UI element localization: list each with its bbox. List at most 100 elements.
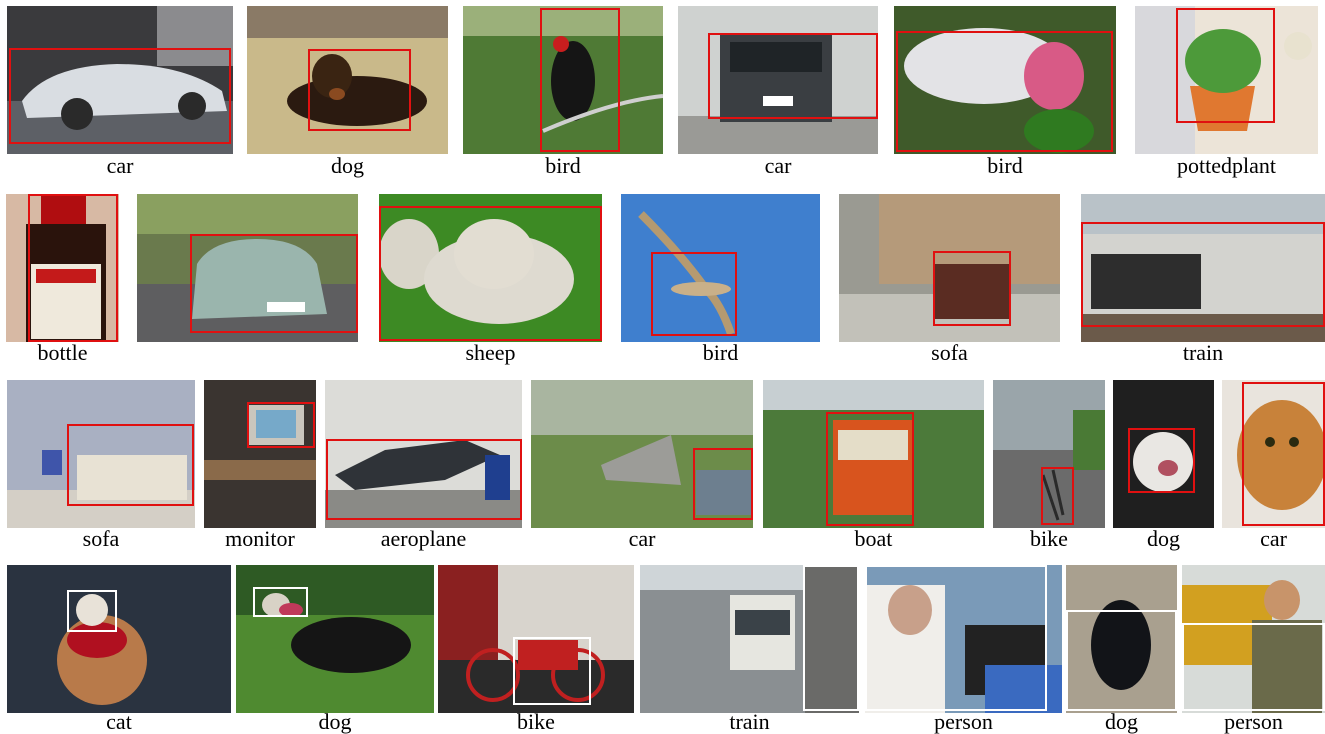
person-photo-graphic xyxy=(865,565,1062,713)
image-label: aeroplane xyxy=(380,526,467,551)
dog-photo xyxy=(236,565,434,713)
pottedplant-photo xyxy=(1135,6,1318,154)
bounding-box xyxy=(540,8,620,152)
sofa-photo-graphic xyxy=(7,380,195,528)
grid-cell: car xyxy=(1222,380,1325,550)
bird-photo xyxy=(894,6,1116,154)
sofa-photo-graphic xyxy=(839,194,1060,342)
grid-cell: dog xyxy=(236,565,434,734)
cat-photo-graphic xyxy=(1222,380,1325,528)
grid-cell: dog xyxy=(1113,380,1214,550)
train-photo-graphic xyxy=(1081,194,1325,342)
grid-cell: monitor xyxy=(204,380,316,550)
bounding-box xyxy=(651,252,737,336)
bounding-box xyxy=(896,31,1113,152)
grid-cell: sofa xyxy=(7,380,195,550)
train-photo xyxy=(640,565,859,713)
grid-cell: dog xyxy=(1066,565,1177,734)
image-label: sheep xyxy=(465,340,516,365)
grid-cell: bird xyxy=(463,6,663,178)
cat-photo xyxy=(7,565,231,713)
grid-cell: bike xyxy=(438,565,634,734)
dog-photo-graphic xyxy=(1066,565,1177,713)
dog-photo-graphic xyxy=(247,6,448,154)
bounding-box xyxy=(933,251,1011,326)
grid-cell: sofa xyxy=(839,194,1060,364)
grid-cell: sheep xyxy=(379,194,602,364)
sofa-photo xyxy=(839,194,1060,342)
image-label: train xyxy=(729,709,770,734)
image-label: dog xyxy=(331,153,364,178)
bike-photo xyxy=(438,565,634,713)
person-photo xyxy=(865,565,1062,713)
bounding-box xyxy=(28,194,118,342)
image-label: bike xyxy=(1030,526,1068,551)
image-label: person xyxy=(1224,709,1283,734)
bird-photo xyxy=(621,194,820,342)
boat-photo-graphic xyxy=(763,380,984,528)
grid-cell: bottle xyxy=(6,194,119,364)
bounding-box xyxy=(247,402,315,448)
image-label: pottedplant xyxy=(1177,153,1276,178)
image-label: sofa xyxy=(931,340,968,365)
monitor-photo-graphic xyxy=(204,380,316,528)
bounding-box xyxy=(1176,8,1275,123)
car-photo-graphic xyxy=(137,194,358,342)
bike-photo-graphic xyxy=(438,565,634,713)
dog-photo xyxy=(247,6,448,154)
image-label: person xyxy=(934,709,993,734)
bounding-box xyxy=(253,587,308,617)
grid-cell: person xyxy=(1182,565,1325,734)
train-photo-graphic xyxy=(640,565,859,713)
cat-photo xyxy=(1222,380,1325,528)
sheep-photo xyxy=(379,194,602,342)
grid-cell: car xyxy=(531,380,753,550)
bounding-box xyxy=(326,439,522,520)
grid-cell: aeroplane xyxy=(325,380,522,550)
grid-cell: train xyxy=(640,565,859,734)
car-photo xyxy=(7,6,233,154)
dog-photo-graphic xyxy=(1113,380,1214,528)
monitor-photo xyxy=(204,380,316,528)
bird-photo-graphic xyxy=(894,6,1116,154)
image-label: bird xyxy=(987,153,1023,178)
bounding-box xyxy=(1081,222,1325,327)
pottedplant-photo-graphic xyxy=(1135,6,1318,154)
image-label: car xyxy=(764,153,792,178)
image-label: monitor xyxy=(225,526,295,551)
image-label: bird xyxy=(545,153,581,178)
bounding-box xyxy=(1182,623,1325,711)
bird-photo-graphic xyxy=(463,6,663,154)
grid-cell: person xyxy=(865,565,1062,734)
grid-cell: bird xyxy=(621,194,820,364)
grid-cell: pottedplant xyxy=(1135,6,1318,178)
bird-photo-graphic xyxy=(621,194,820,342)
person-photo-graphic xyxy=(1182,565,1325,713)
image-label: boat xyxy=(854,526,893,551)
car-photo xyxy=(678,6,878,154)
grid-cell: bike xyxy=(993,380,1105,550)
bounding-box xyxy=(513,637,591,705)
sheep-photo-graphic xyxy=(379,194,602,342)
bounding-box xyxy=(9,48,231,144)
bottle-photo xyxy=(6,194,119,342)
image-label: train xyxy=(1182,340,1224,365)
grid-cell: boat xyxy=(763,380,984,550)
bounding-box xyxy=(1041,467,1074,525)
bounding-box xyxy=(308,49,411,131)
bounding-box xyxy=(1066,610,1177,711)
bounding-box xyxy=(190,234,358,333)
image-label: car xyxy=(106,153,134,178)
dog-photo xyxy=(1066,565,1177,713)
car-photo-graphic xyxy=(531,380,753,528)
bounding-box xyxy=(693,448,753,520)
bike-photo xyxy=(993,380,1105,528)
bounding-box xyxy=(1128,428,1195,493)
grid-cell: car xyxy=(678,6,878,178)
sofa-photo xyxy=(7,380,195,528)
image-label: car xyxy=(1260,526,1287,551)
person-photo xyxy=(1182,565,1325,713)
dog-photo-graphic xyxy=(236,565,434,713)
car-photo xyxy=(137,194,358,342)
bounding-box xyxy=(708,33,878,119)
